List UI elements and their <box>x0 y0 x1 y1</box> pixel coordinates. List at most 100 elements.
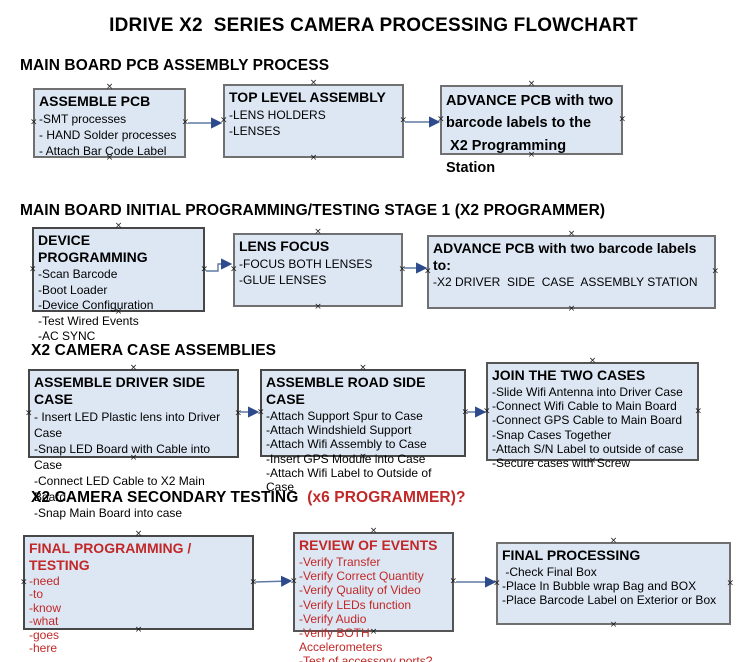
flow-arrow <box>254 575 293 587</box>
anchor-marker-icon: × <box>618 114 626 125</box>
flow-box-final-programming-testing: FINAL PROGRAMMING / TESTING -need -to -k… <box>20 530 257 655</box>
box-item: - Insert LED Plastic lens into Driver Ca… <box>34 410 224 440</box>
anchor-marker-icon: × <box>30 117 38 128</box>
page-title: IDRIVE X2 SERIES CAMERA PROCESSING FLOWC… <box>109 15 638 36</box>
anchor-marker-icon: × <box>493 578 501 588</box>
box-item: -here <box>29 641 58 656</box>
box-item: -SMT processes <box>39 112 127 126</box>
box-title: ADVANCE PCB with two barcode labels to t… <box>446 93 614 177</box>
anchor-marker-icon: × <box>257 407 265 418</box>
box-title: REVIEW OF EVENTS <box>299 537 438 553</box>
box-item: -Test of accessory ports? <box>299 654 433 662</box>
box-item: -Connect LED Cable to X2 Main Board <box>34 474 209 504</box>
flow-box-top-level-assembly: TOP LEVEL ASSEMBLY -LENS HOLDERS -LENSES… <box>220 79 407 163</box>
anchor-marker-icon: × <box>567 304 576 314</box>
anchor-marker-icon: × <box>588 356 597 366</box>
box-item: -goes <box>29 627 60 642</box>
box-item: -Verify Quality of Video <box>299 583 421 598</box>
anchor-marker-icon: × <box>398 264 406 275</box>
box-title: ASSEMBLE ROAD SIDE CASE <box>266 374 430 407</box>
box-item: -Slide Wifi Antenna into Driver Case <box>492 385 683 399</box>
box-item: -Verify Audio <box>299 611 367 626</box>
anchor-marker-icon: × <box>726 578 734 588</box>
box-item: -AC SYNC <box>38 329 96 343</box>
anchor-marker-icon: × <box>314 302 322 312</box>
box-item: -Connect GPS Cable to Main Board <box>492 413 683 428</box>
anchor-marker-icon: × <box>609 536 618 546</box>
box-item: -Device Configuration <box>38 298 154 312</box>
box-item: -Snap LED Board with Cable into Case <box>34 442 214 472</box>
flow-box-assemble-road-side-case: ASSEMBLE ROAD SIDE CASE -Attach Support … <box>257 364 469 495</box>
anchor-marker-icon: × <box>694 406 702 416</box>
anchor-marker-icon: × <box>290 576 298 587</box>
anchor-marker-icon: × <box>129 363 138 373</box>
box-item: -Attach Wifi Assembly to Case <box>266 437 427 452</box>
anchor-marker-icon: × <box>369 526 378 536</box>
section-header-secondary-testing: X2 CAMERA SECONDARY TESTING (x6 PROGRAMM… <box>31 489 466 507</box>
box-title: LENS FOCUS <box>239 238 330 254</box>
anchor-marker-icon: × <box>20 577 28 587</box>
anchor-marker-icon: × <box>609 620 618 630</box>
box-item: -Snap Cases Together <box>492 427 612 442</box>
section-header-pcb-assembly: MAIN BOARD PCB ASSEMBLY PROCESS <box>20 57 330 74</box>
flow-box-assemble-pcb: ASSEMBLE PCB -SMT processes - HAND Solde… <box>30 83 189 163</box>
box-item: -Attach Windshield Support <box>266 423 412 438</box>
flow-box-advance-to-driver-side-station: ADVANCE PCB with two barcode labels to: … <box>424 230 719 314</box>
box-item: -Scan Barcode <box>38 267 118 281</box>
anchor-marker-icon: × <box>437 114 445 125</box>
box-item: -Connect Wifi Cable to Main Board <box>492 399 677 414</box>
anchor-marker-icon: × <box>449 576 457 587</box>
box-item: - HAND Solder processes <box>39 128 177 142</box>
box-item: -LENS HOLDERS <box>229 108 326 122</box>
anchor-marker-icon: × <box>461 407 469 418</box>
flow-box-lens-focus: LENS FOCUS -FOCUS BOTH LENSES -GLUE LENS… <box>230 228 406 312</box>
section-header-secondary-testing-red: (x6 PROGRAMMER)? <box>298 489 466 506</box>
anchor-marker-icon: × <box>309 153 318 163</box>
anchor-marker-icon: × <box>424 266 432 277</box>
box-item: -Verify Correct Quantity <box>299 569 424 584</box>
box-item: - Attach Bar Code Label <box>39 144 167 158</box>
box-item: -Place Barcode Label on Exterior or Box <box>502 593 717 608</box>
box-item: -LENSES <box>229 124 281 138</box>
flow-box-review-of-events: REVIEW OF EVENTS -Verify Transfer -Verif… <box>290 527 457 662</box>
box-item: -what <box>29 614 59 629</box>
box-title: ASSEMBLE PCB <box>39 93 151 109</box>
box-item: -X2 DRIVER SIDE CASE ASSEMBLY STATION <box>433 275 698 289</box>
box-item: -GLUE LENSES <box>239 273 327 287</box>
box-item: -FOCUS BOTH LENSES <box>239 257 373 271</box>
anchor-marker-icon: × <box>200 264 208 274</box>
anchor-marker-icon: × <box>220 115 228 126</box>
box-title: JOIN THE TWO CASES <box>492 367 646 383</box>
section-header-initial-programming: MAIN BOARD INITIAL PROGRAMMING/TESTING S… <box>20 202 606 219</box>
box-item: -know <box>29 600 62 615</box>
anchor-marker-icon: × <box>567 229 576 239</box>
box-item: -Place In Bubble wrap Bag and BOX <box>502 579 697 594</box>
anchor-marker-icon: × <box>483 406 491 416</box>
anchor-marker-icon: × <box>314 227 322 237</box>
box-item: -Attach Wifi Label to Outside of Case <box>266 465 435 495</box>
box-item: -Secure cases with Screw <box>492 456 631 471</box>
box-item: -Attach S/N Label to outside of case <box>492 441 684 456</box>
anchor-marker-icon: × <box>29 264 37 274</box>
box-item: -Insert GPS Module into Case <box>266 451 426 466</box>
box-title: TOP LEVEL ASSEMBLY <box>229 89 386 105</box>
box-item: -Boot Loader <box>38 282 108 297</box>
box-item: -Check Final Box <box>502 565 597 579</box>
box-item: -Verify BOTH Accelerometers <box>299 626 383 655</box>
anchor-marker-icon: × <box>230 264 238 275</box>
anchor-marker-icon: × <box>25 408 33 418</box>
box-item: -need <box>29 574 60 588</box>
anchor-marker-icon: × <box>249 577 257 587</box>
box-title: ASSEMBLE DRIVER SIDE CASE <box>34 374 210 407</box>
anchor-marker-icon: × <box>359 363 367 373</box>
flow-box-advance-to-programming-station: ADVANCE PCB with two barcode labels to t… <box>437 80 626 177</box>
box-item: -Snap Main Board into case <box>34 506 183 520</box>
box-item: -Attach Support Spur to Case <box>266 409 423 423</box>
flow-box-device-programming: DEVICE PROGRAMMING -Scan Barcode -Boot L… <box>29 222 208 344</box>
anchor-marker-icon: × <box>234 408 242 418</box>
box-title: ADVANCE PCB with two barcode labels to: <box>433 240 701 273</box>
flow-box-join-the-two-cases: JOIN THE TWO CASES -Slide Wifi Antenna i… <box>483 357 702 471</box>
anchor-marker-icon: × <box>114 221 123 231</box>
box-title: FINAL PROCESSING <box>502 547 641 563</box>
